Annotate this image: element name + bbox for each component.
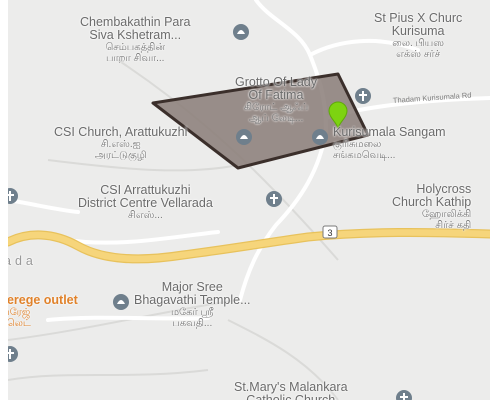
place-label-beverage-outlet[interactable]: verege outlet வரேஜ் றலெட்: [8, 293, 78, 330]
place-label-holycross[interactable]: Holycross Church Kathip ஹோலிக்கி சிர்ச் …: [392, 182, 472, 232]
place-name-local: கிரோட் ஆஃப் ஆப் லேடி...: [243, 102, 309, 124]
temple-icon: [233, 24, 249, 40]
location-pin-icon: [328, 101, 348, 130]
place-name: CSI Church, Arattukuzhi: [54, 125, 188, 139]
place-name: Chembakathin Para Siva Kshetram...: [80, 15, 191, 42]
place-name: CSI Arrattukuzhi District Centre Vellara…: [78, 183, 213, 210]
map-canvas[interactable]: 3 Thadam Kurisumala Rd Chembakathin Para…: [8, 0, 490, 400]
temple-icon: [236, 129, 252, 145]
place-name-local: மகேர் ஸ்ரீ பகவதி...: [170, 307, 214, 329]
place-label-csi-district[interactable]: CSI Arrattukuzhi District Centre Vellara…: [78, 183, 213, 222]
selection-polygon: [151, 72, 370, 170]
map-layer: 3 Thadam Kurisumala Rd: [8, 0, 490, 400]
poi-icons: [8, 24, 412, 400]
place-name-local: வரேஜ் றலெட்: [8, 307, 31, 329]
area-label: ada: [8, 254, 37, 268]
place-name: St.Mary's Malankara Catholic Church: [234, 380, 348, 401]
church-icon: [266, 191, 282, 207]
place-name: Major Sree Bhagavathi Temple...: [134, 280, 251, 307]
place-name-local: ஹோலிக்கி சிர்ச் கதி: [421, 209, 472, 231]
place-label-kurisumala[interactable]: Kurisumala Sangam குரிசுமலை சங்கமவெடி...: [333, 125, 446, 162]
church-icon: [8, 346, 18, 362]
church-icon: [8, 188, 18, 204]
place-label-chembakathin[interactable]: Chembakathin Para Siva Kshetram... செம்ப…: [80, 15, 191, 65]
place-label-grotto[interactable]: Grotto Of Lady Of Fatima கிரோட் ஆஃப் ஆப்…: [235, 75, 317, 125]
place-name: Holycross Church Kathip: [392, 182, 472, 209]
temple-icon: [312, 129, 328, 145]
place-name: St Pius X Churc Kurisuma: [374, 11, 463, 38]
place-label-major-sree[interactable]: Major Sree Bhagavathi Temple... மகேர் ஸ்…: [134, 280, 251, 330]
place-name: Kurisumala Sangam: [333, 125, 446, 139]
place-name-local: சி.எஸ்.ஐ அரட்டுகுழி: [94, 139, 147, 161]
road-shield: 3: [322, 225, 338, 239]
temple-icon: [113, 294, 129, 310]
place-name: verege outlet: [8, 293, 78, 307]
church-icon: [396, 390, 412, 400]
place-name-local: லை. பியஸ எக்ஸ் சர்ச்: [392, 38, 444, 60]
place-name: Grotto Of Lady Of Fatima: [235, 75, 317, 102]
church-icon: [355, 88, 371, 104]
svg-text:3: 3: [327, 228, 332, 238]
place-name-local: செம்பகத்தின் பாறா சிவா...: [105, 42, 166, 64]
place-label-csi-church[interactable]: CSI Church, Arattukuzhi சி.எஸ்.ஐ அரட்டுக…: [54, 125, 188, 162]
place-label-st-pius[interactable]: St Pius X Churc Kurisuma லை. பியஸ எக்ஸ் …: [374, 11, 463, 61]
place-name-local: சிஎஸ்...: [128, 210, 163, 221]
place-name-local: குரிசுமலை சங்கமவெடி...: [333, 139, 396, 161]
place-label-st-marys[interactable]: St.Mary's Malankara Catholic Church: [234, 380, 348, 401]
